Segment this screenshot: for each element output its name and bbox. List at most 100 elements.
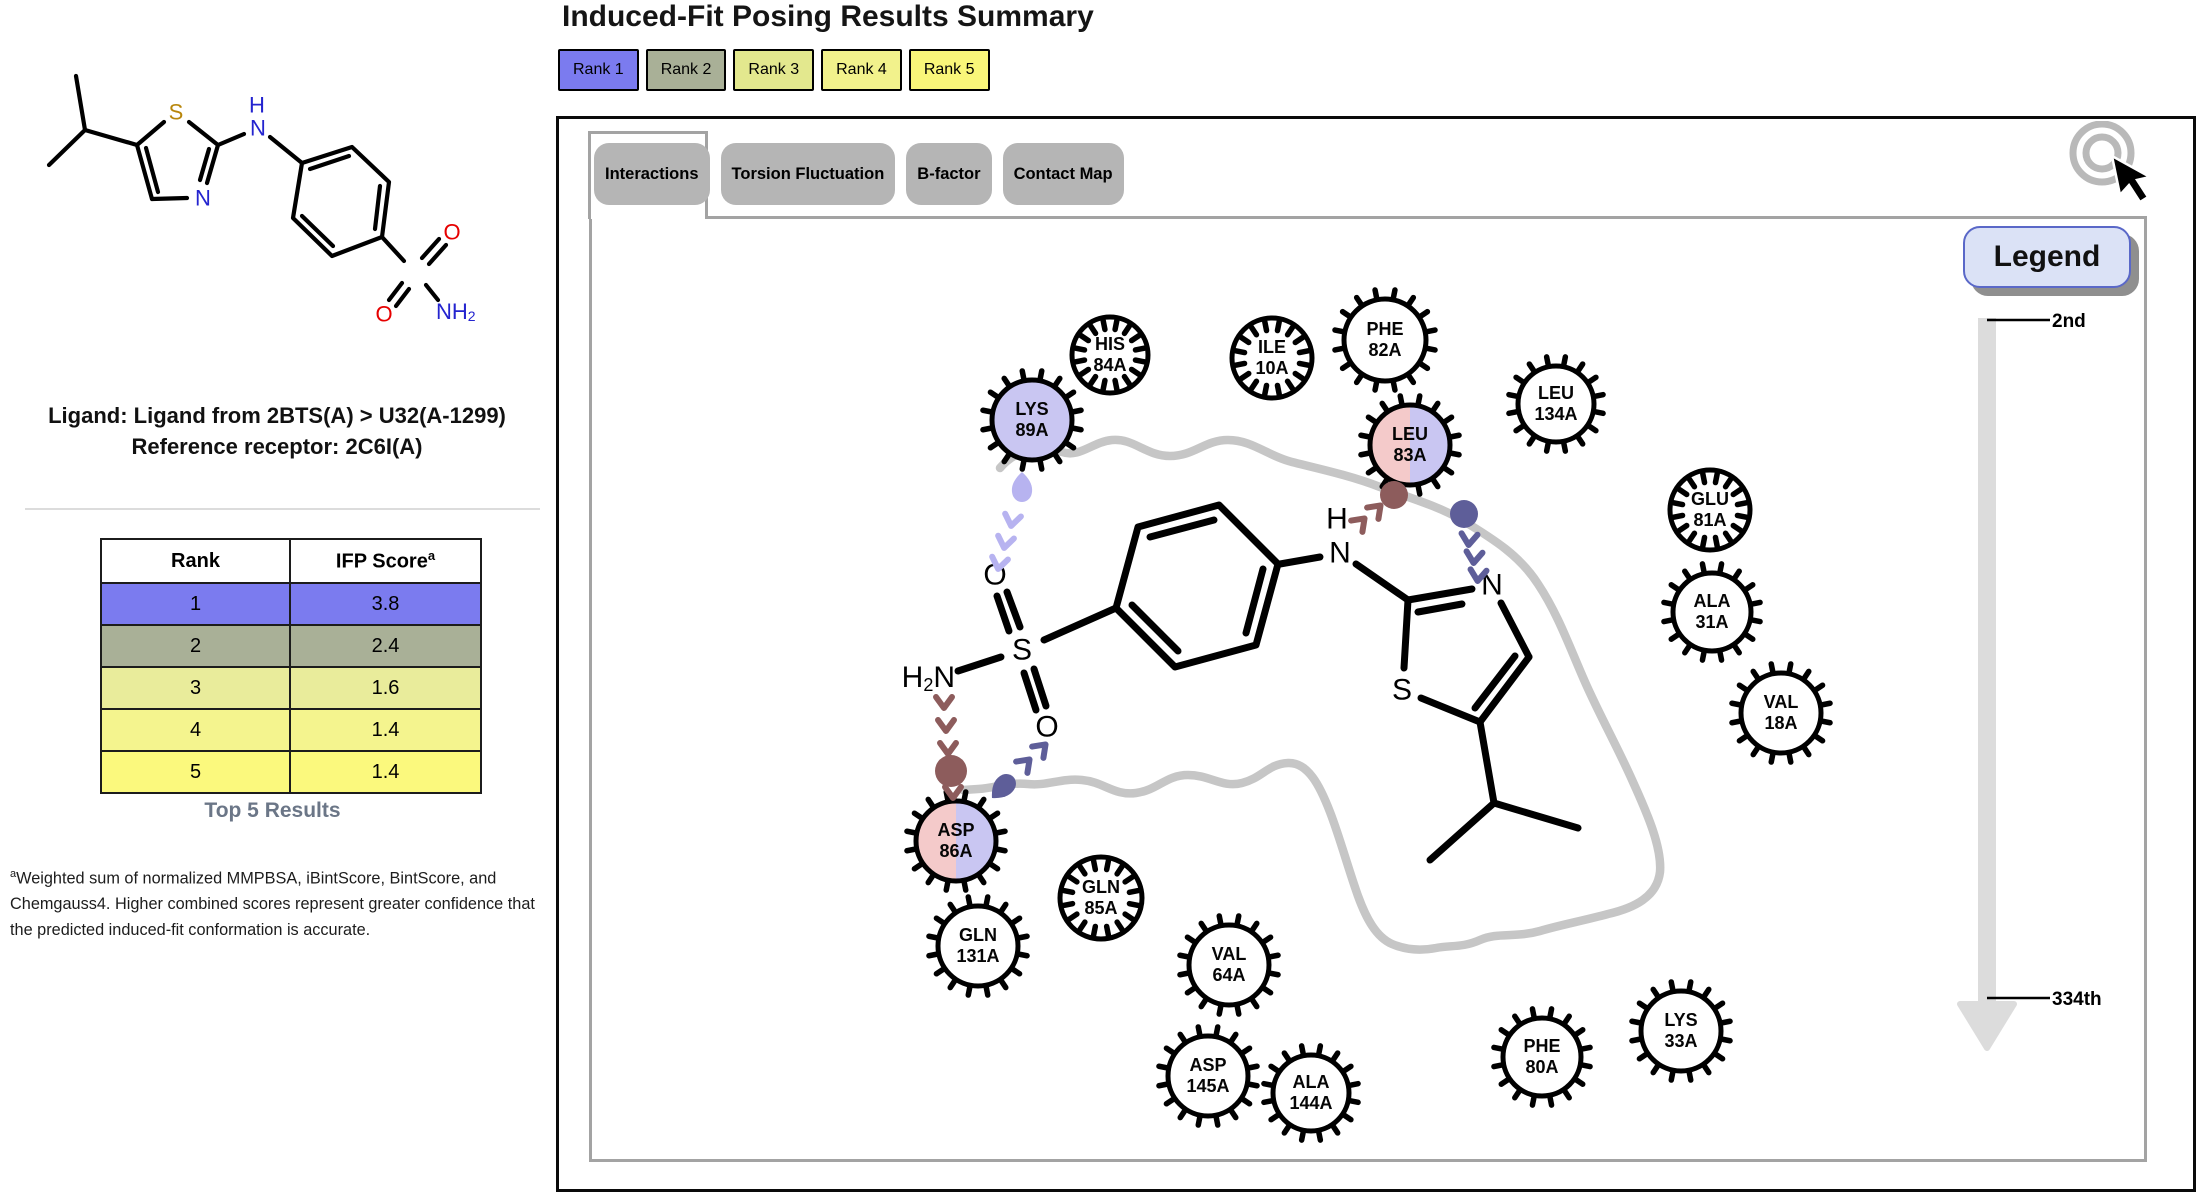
residue-number: 80A xyxy=(1525,1057,1558,1077)
residue-name: PHE xyxy=(1523,1036,1560,1056)
residue-name: VAL xyxy=(1212,944,1247,964)
tab-b-factor[interactable]: B-factor xyxy=(906,143,992,205)
residue-number: 131A xyxy=(956,946,999,966)
rank-cell: 3 xyxy=(100,666,291,710)
interaction-arrows xyxy=(933,472,1490,801)
hbond-arrow-leu83a-to-nitrogen xyxy=(1450,500,1490,584)
footnote-text: Weighted sum of normalized MMPBSA, iBint… xyxy=(10,869,535,940)
residue-name: ILE xyxy=(1258,337,1286,357)
oxygen-label: O xyxy=(1035,711,1058,744)
legend-button[interactable]: Legend xyxy=(1963,226,2131,288)
score-header-text: IFP Score xyxy=(335,550,428,573)
scale-bottom-label: 334th xyxy=(2052,989,2102,1010)
interaction-diagram: O O S H2N N H N S HIS84ALYS89AILE10APHE8… xyxy=(902,287,2102,1143)
nitrogen-label: N xyxy=(195,186,211,211)
tab-interactions[interactable]: Interactions xyxy=(594,143,710,205)
residue-name: LYS xyxy=(1664,1010,1697,1030)
tab-torsion-fluctuation[interactable]: Torsion Fluctuation xyxy=(720,143,896,205)
residue-number: 10A xyxy=(1255,358,1288,378)
residue-number: 89A xyxy=(1015,420,1048,440)
amine-n-label: N xyxy=(250,116,266,141)
click-cursor-icon xyxy=(2069,121,2154,204)
rank-button-rank-4[interactable]: Rank 4 xyxy=(821,49,902,91)
pocket-contour-line xyxy=(958,435,1665,954)
rank-button-rank-3[interactable]: Rank 3 xyxy=(733,49,815,91)
amine-h-label: H xyxy=(1326,503,1348,536)
content-box xyxy=(589,216,2147,1162)
rank-button-rank-1[interactable]: Rank 1 xyxy=(558,49,639,91)
amine-n-label: N xyxy=(1329,537,1351,570)
tab-contact-map[interactable]: Contact Map xyxy=(1002,143,1124,205)
results-table-header-row: Rank IFP Scorea xyxy=(100,538,482,584)
rank-column-header: Rank xyxy=(100,538,291,584)
hbond-arrow-asp86a-to-oxygen xyxy=(991,741,1049,799)
oxygen-label: O xyxy=(443,220,460,245)
residue-name: PHE xyxy=(1366,319,1403,339)
residue-name: ALA xyxy=(1293,1072,1330,1092)
hbond-arrow-lys89a-to-oxygen xyxy=(989,472,1033,572)
click-ring-outer-icon xyxy=(2069,121,2135,186)
sulfur-label: S xyxy=(1012,634,1032,667)
oxygen-label: O xyxy=(375,302,392,327)
residue-name: LYS xyxy=(1015,399,1048,419)
footnote: aWeighted sum of normalized MMPBSA, iBin… xyxy=(10,862,562,944)
page-title: Induced-Fit Posing Results Summary xyxy=(562,0,1094,33)
diagram-ligand-bonds xyxy=(954,501,1582,864)
amine-h-label: H xyxy=(249,93,265,118)
residue-gears: HIS84ALYS89AILE10APHE82ALEU83ALEU134AGLU… xyxy=(904,287,1833,1143)
ligand-title: Ligand: Ligand from 2BTS(A) > U32(A-1299… xyxy=(48,403,506,459)
residue-number: 64A xyxy=(1212,965,1245,985)
table-caption: Top 5 Results xyxy=(204,799,341,822)
rank-button-rank-5[interactable]: Rank 5 xyxy=(908,49,990,91)
residue-name: HIS xyxy=(1095,334,1125,354)
residue-name: ASP xyxy=(937,820,974,840)
diagram-atom-labels: O O S H2N N H N S xyxy=(902,503,1503,744)
rank-cell: 4 xyxy=(100,708,291,752)
residue-number: 86A xyxy=(939,841,972,861)
score-header-superscript: a xyxy=(427,548,436,564)
ligand-2d-bonds xyxy=(46,73,449,309)
residue-number: 144A xyxy=(1289,1093,1332,1113)
rank-scale-bar: 2nd 334th xyxy=(1957,311,2102,1051)
score-column-header: IFP Scorea xyxy=(289,538,482,584)
rank-button-rank-2[interactable]: Rank 2 xyxy=(645,49,727,91)
footnote-superscript: a xyxy=(10,868,17,880)
mouse-pointer-icon xyxy=(2110,153,2154,204)
scale-bar-track xyxy=(1978,318,1996,1008)
sulfur-label: S xyxy=(1392,674,1412,707)
sidebar-divider xyxy=(25,508,540,510)
score-cell: 1.4 xyxy=(289,750,482,794)
residue-name: LEU xyxy=(1392,424,1428,444)
score-cell: 3.8 xyxy=(289,582,482,626)
scale-bar-arrowhead xyxy=(1957,1001,2017,1051)
residue-number: 134A xyxy=(1534,404,1577,424)
nitrogen-label: N xyxy=(1481,569,1503,602)
residue-number: 145A xyxy=(1186,1076,1229,1096)
